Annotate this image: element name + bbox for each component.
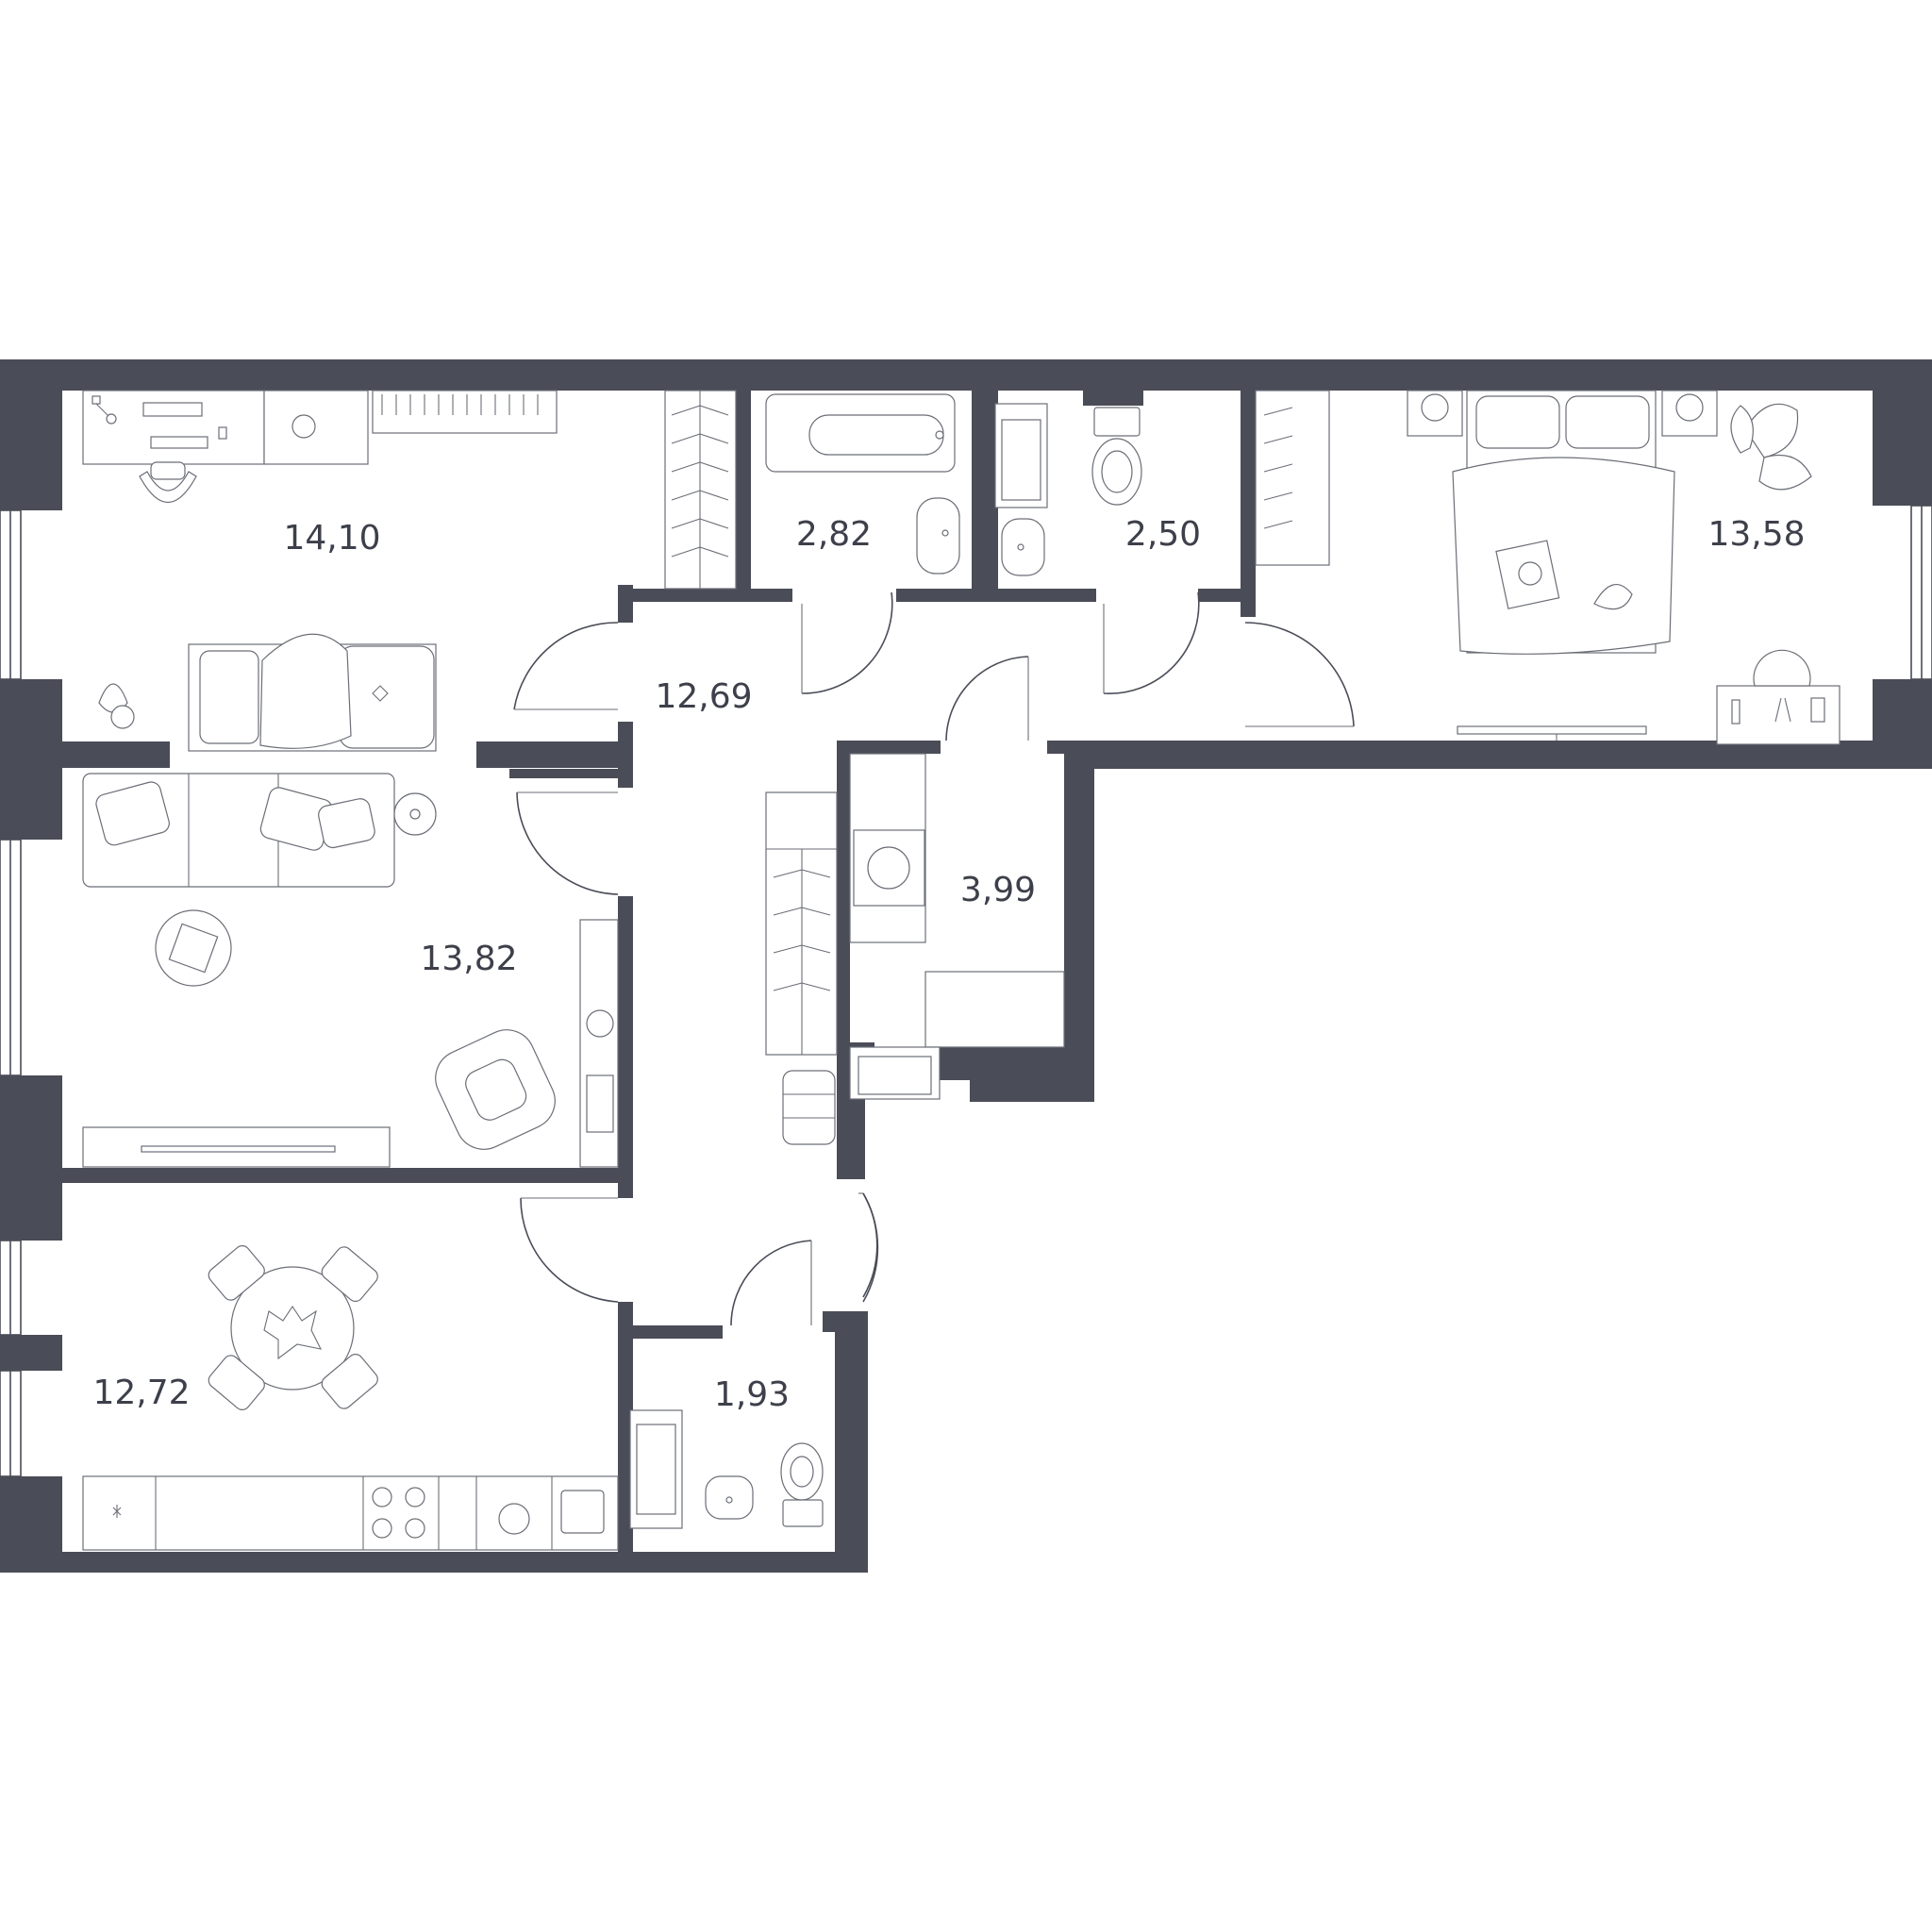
bed-2 <box>1452 390 1675 655</box>
shelf-unit <box>579 919 619 1168</box>
sofa <box>82 773 395 888</box>
plant <box>98 683 135 729</box>
furniture <box>82 390 1840 1551</box>
desk <box>82 390 265 465</box>
wardrobe-2 <box>1255 390 1330 566</box>
floor-lamp <box>393 792 437 836</box>
dining-chairs <box>208 1244 378 1411</box>
area-labels: 14,10 2,82 2,50 13,58 12,69 13,82 3,99 1… <box>92 515 1805 1414</box>
area-label-storage: 3,99 <box>960 871 1036 909</box>
wardrobe-1 <box>664 390 737 590</box>
tv-unit <box>82 1126 391 1168</box>
armchair <box>435 1029 556 1150</box>
washbasin-3 <box>705 1475 754 1520</box>
bathtub <box>765 393 956 473</box>
dresser <box>263 390 369 465</box>
monstera-plant <box>1730 403 1812 491</box>
office-chair <box>139 461 197 503</box>
coffee-table <box>155 909 232 987</box>
toilet-bowl-2 <box>780 1442 824 1527</box>
area-label-kitchen: 12,72 <box>92 1374 190 1412</box>
area-label-hallway: 12,69 <box>655 677 752 716</box>
storage-washer <box>849 753 1065 1100</box>
nightstand-right <box>1661 390 1718 437</box>
area-label-bedroom-2: 13,58 <box>1707 515 1805 554</box>
bed-1 <box>188 633 437 752</box>
tv-stand <box>1457 725 1647 741</box>
boiler-2 <box>629 1409 683 1529</box>
area-label-living-room: 13,82 <box>420 940 517 978</box>
nightstand-left <box>1407 390 1463 437</box>
area-label-bathroom-1: 2,82 <box>796 515 872 554</box>
boiler <box>994 403 1048 508</box>
radiator-shelf <box>372 390 558 434</box>
area-label-toilet-2: 1,93 <box>714 1375 790 1414</box>
walls <box>0 359 1932 1573</box>
doors <box>513 591 1355 1326</box>
area-label-toilet-1: 2,50 <box>1125 515 1201 554</box>
hall-wardrobe <box>765 791 838 1056</box>
dining-table <box>230 1266 355 1391</box>
toilet-bowl-1 <box>1091 407 1142 506</box>
desk-2 <box>1716 649 1840 745</box>
area-label-bedroom-1: 14,10 <box>283 519 380 558</box>
washbasin-1 <box>916 497 960 575</box>
washbasin-2 <box>1001 518 1045 576</box>
windows <box>0 505 1932 1477</box>
kitchen-counter <box>82 1475 619 1551</box>
pouf <box>782 1070 836 1145</box>
